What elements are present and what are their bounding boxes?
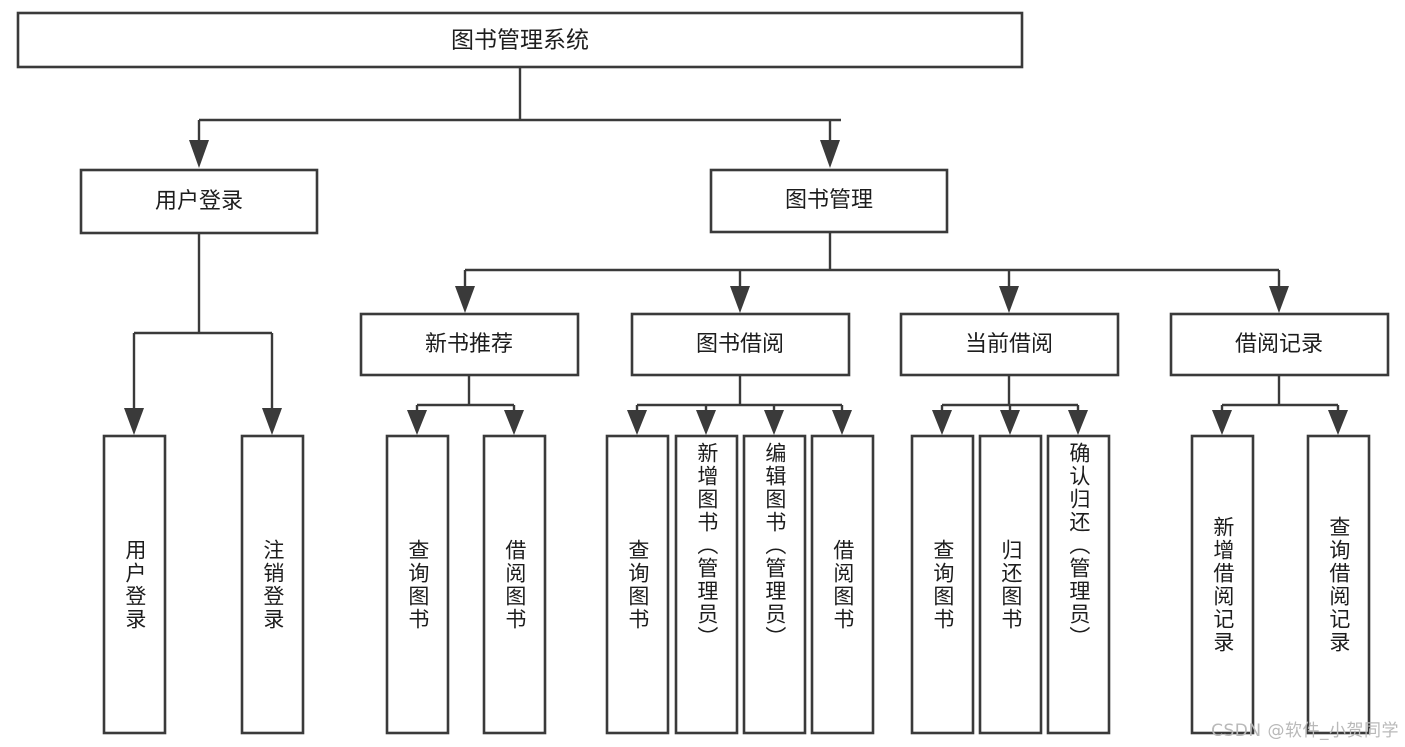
node-title[interactable]: 图书管理系统 (16, 11, 1024, 69)
node-borrow-record-box (1169, 312, 1390, 377)
arrowhead-leaf-return-book (1000, 410, 1020, 435)
node-user-login-label: 用户登录 (155, 189, 243, 214)
node-book-borrow[interactable]: 图书借阅 (630, 312, 851, 377)
edge-group-book-borrow (627, 375, 852, 435)
arrowhead-leaf-query-record (1328, 410, 1348, 435)
leaf-confirm-return-box[interactable] (1046, 434, 1111, 735)
node-current-borrow-label: 当前借阅 (965, 332, 1053, 357)
edge-group-current-borrow (932, 375, 1088, 435)
node-new-book-recommend[interactable]: 新书推荐 (359, 312, 580, 377)
arrowhead-book-management (820, 140, 840, 168)
node-book-borrow-box (630, 312, 851, 377)
leaf-query-record-box[interactable] (1306, 434, 1371, 735)
arrowhead-leaf-user-login (124, 408, 144, 435)
csdn-watermark: CSDN @软件_小贺同学 (1211, 721, 1399, 741)
arrowhead-current-borrow (999, 286, 1019, 313)
leaf-user-login-box[interactable] (102, 434, 167, 735)
arrowhead-leaf-add-book (696, 410, 716, 435)
node-new-book-recommend-box (359, 312, 580, 377)
edge-group-borrow-record (1212, 375, 1348, 435)
arrowhead-leaf-query-book-3 (932, 410, 952, 435)
leaf-add-record-box[interactable] (1190, 434, 1255, 735)
arrowhead-user-login (189, 140, 209, 168)
leaf-query-book-1-box[interactable] (385, 434, 450, 735)
node-new-book-recommend-label: 新书推荐 (425, 332, 513, 357)
node-title-box (16, 11, 1024, 69)
leaf-boxes (102, 434, 1371, 735)
arrowhead-leaf-borrow-book-1 (504, 410, 524, 435)
arrowhead-borrow-record (1269, 286, 1289, 313)
node-book-management-box (709, 168, 949, 234)
node-current-borrow-box (899, 312, 1120, 377)
arrowhead-leaf-user-logout (262, 408, 282, 435)
arrowhead-leaf-edit-book (764, 410, 784, 435)
leaf-borrow-book-2-box[interactable] (810, 434, 875, 735)
leaf-borrow-book-1-box[interactable] (482, 434, 547, 735)
node-current-borrow[interactable]: 当前借阅 (899, 312, 1120, 377)
edge-group-book-management (455, 232, 1289, 313)
leaf-query-book-2-box[interactable] (605, 434, 670, 735)
edge-group-user-login (124, 233, 282, 435)
arrowhead-book-borrow (730, 286, 750, 313)
edge-group-new-book-recommend (407, 375, 524, 435)
leaf-return-book-box[interactable] (978, 434, 1043, 735)
node-book-management-label: 图书管理 (785, 188, 873, 213)
node-user-login-box (79, 168, 319, 235)
leaf-user-logout-box[interactable] (240, 434, 305, 735)
arrowhead-new-book-recommend (455, 286, 475, 313)
node-book-borrow-label: 图书借阅 (696, 332, 784, 357)
node-book-management[interactable]: 图书管理 (709, 168, 949, 234)
arrowhead-leaf-add-record (1212, 410, 1232, 435)
node-user-login[interactable]: 用户登录 (79, 168, 319, 235)
node-title-label: 图书管理系统 (451, 28, 589, 54)
leaf-edit-book-box[interactable] (742, 434, 807, 735)
node-borrow-record-label: 借阅记录 (1235, 332, 1323, 357)
arrowhead-leaf-borrow-book-2 (832, 410, 852, 435)
leaf-query-book-3-box[interactable] (910, 434, 975, 735)
node-borrow-record[interactable]: 借阅记录 (1169, 312, 1390, 377)
arrowhead-leaf-query-book-2 (627, 410, 647, 435)
leaf-add-book-box[interactable] (674, 434, 739, 735)
arrowhead-leaf-query-book-1 (407, 410, 427, 435)
edge-group-root (189, 67, 841, 168)
arrowhead-leaf-confirm-return (1068, 410, 1088, 435)
